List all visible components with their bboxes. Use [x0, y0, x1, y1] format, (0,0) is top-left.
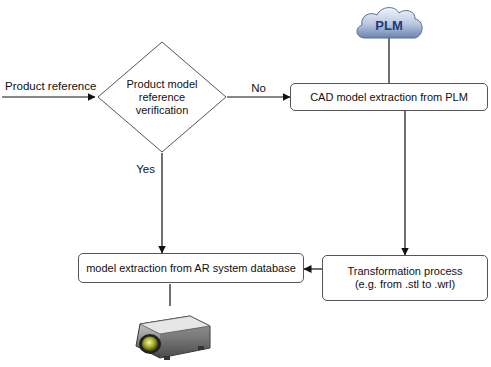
- flow-connector: [388, 38, 389, 83]
- edge-label: Yes: [134, 163, 157, 175]
- decision-diamond: Product model reference verification: [97, 41, 227, 153]
- plm-cloud: PLM: [353, 4, 425, 42]
- node-text: CAD model extraction from PLM: [310, 91, 468, 104]
- process-box: CAD model extraction from PLM: [290, 83, 488, 111]
- process-box: model extraction from AR system database: [78, 253, 304, 283]
- flow-connector: [404, 111, 405, 255]
- flow-connector: [227, 96, 290, 97]
- input-label: Product reference: [5, 80, 96, 92]
- projector-icon: [130, 304, 214, 364]
- node-text: Transformation process (e.g. from .stl t…: [336, 265, 474, 291]
- output-line: [169, 284, 170, 306]
- flow-connector: [161, 153, 162, 253]
- cloud-label: PLM: [375, 19, 402, 32]
- node-text: model extraction from AR system database: [86, 262, 296, 275]
- node-text: Product model reference verification: [126, 78, 198, 117]
- input-arrow: [2, 96, 95, 97]
- process-box: Transformation process (e.g. from .stl t…: [322, 255, 488, 301]
- edge-label: No: [249, 82, 268, 94]
- flow-connector: [304, 268, 322, 269]
